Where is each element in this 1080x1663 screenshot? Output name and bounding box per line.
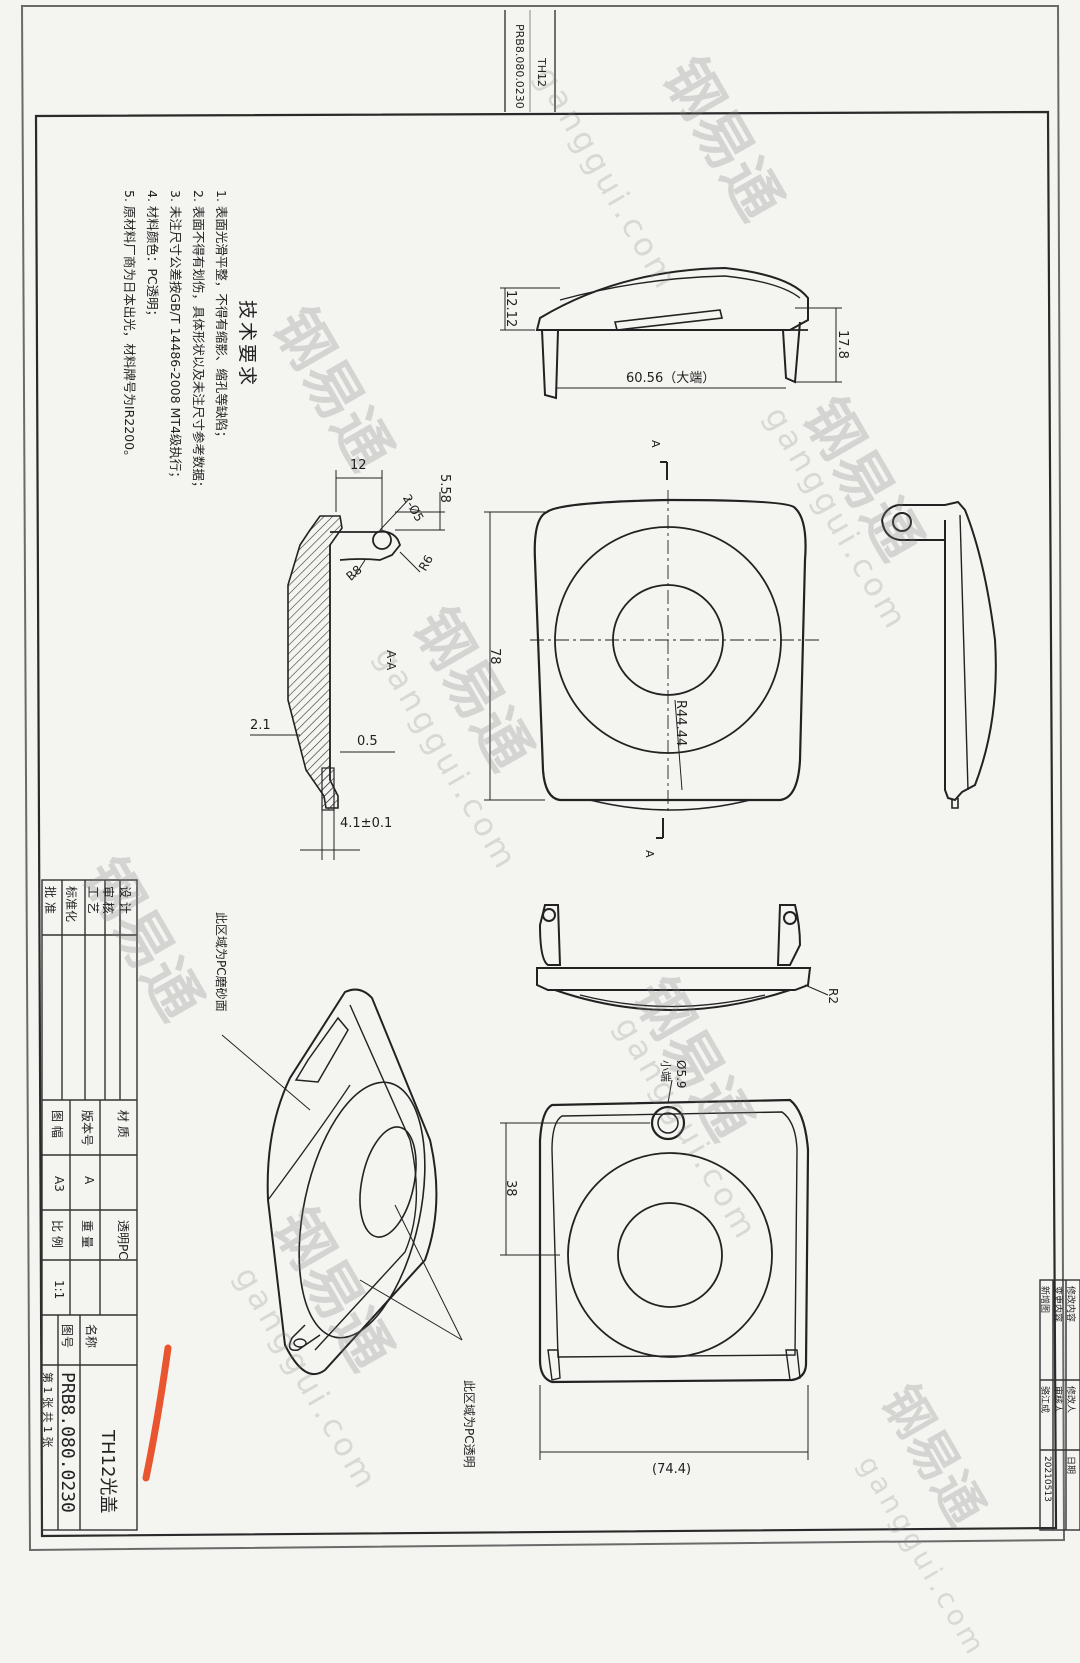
tb-size-value: A3 [52,1176,66,1192]
dim-width-60-56: 60.56（大端） [626,371,716,386]
rev-row2-b: 骆江成 [1039,1386,1049,1414]
rev-col-content: 修改内容 [1065,1286,1075,1323]
section-mark-top: A [649,440,662,448]
requirement-5: 5. 原材料厂商为日本出光，材料牌号为IR2200。 [122,190,137,463]
dim-78: 78 [487,648,502,665]
red-mark [142,1344,172,1482]
tb-role-review: 审 核 [101,886,115,914]
view-bottom-main [500,1079,810,1460]
side-code: TH12 [535,58,548,87]
title-block-grid [41,879,138,1531]
view-isometric [221,988,463,1376]
dim-74-4: (74.4) [652,1462,692,1477]
tb-sheet-info: 第 1 张 共 1 张 [41,1372,54,1448]
dim-r44-44: R44.44 [673,700,688,747]
tb-name-value: TH12光盖 [97,1430,118,1514]
rev-row1-a: 变更内容 [1052,1286,1062,1323]
tb-role-standard: 标准化 [64,886,78,923]
section-label-aa: A-A [384,650,398,671]
dim-5-58: 5.58 [437,474,452,503]
rev-col-date: 日期 [1065,1456,1075,1475]
dim-2-1: 2.1 [250,718,271,733]
side-number: PRB8.080.0230 [513,24,526,109]
requirement-4: 4. 材料颜色：PC透明； [145,190,160,323]
view-top-side [500,266,842,400]
dim-height-17-8: 17.8 [835,330,850,359]
dim-hole-5-9: Ø5.9 [674,1060,688,1089]
dim-4-1: 4.1±0.1 [340,816,393,831]
tb-weight-label: 重 量 [80,1220,94,1248]
view-right-side [881,500,997,809]
tb-role-process: 工 艺 [86,886,100,914]
tb-scale-label: 比 例 [50,1220,64,1248]
tb-role-approve: 批 准 [43,886,57,914]
dim-r2: R2 [826,988,840,1004]
tb-version-value: A [82,1176,96,1185]
tb-role-design: 设 计 [118,886,132,914]
dim-38: 38 [503,1180,518,1197]
revision-block-grid [1039,1279,1080,1531]
rev-row2-a: 新增图 [1039,1286,1049,1314]
tb-material-label: 材 质 [116,1110,130,1138]
tb-scale-value: 1:1 [52,1280,66,1300]
view-front [484,461,820,839]
requirement-3: 3. 未注尺寸公差按GB/T 14486-2008 MT4级执行； [168,190,183,484]
tb-number-value: PRB8.080.0230 [57,1372,78,1513]
note-transparent: 此区域为PC透明 [462,1380,476,1468]
view-section-aa [250,470,445,860]
inner-border [34,110,1058,1538]
view-bottom-side [536,904,829,1011]
requirement-2: 2. 表面不得有划伤，具体形状以及未注尺寸参考数据； [191,190,206,494]
outer-border [20,5,1066,1552]
rev-col-person: 修改人 [1065,1386,1075,1414]
tb-name-label: 名称 [84,1324,98,1349]
rev-row1-b: 审核人 [1052,1386,1062,1414]
tb-size-label: 图 幅 [50,1110,64,1138]
tb-material-value: 透明PC [116,1220,130,1260]
rev-row2-c: 20210513 [1042,1456,1052,1502]
requirements-title: 技术要求 [236,300,258,389]
dim-12: 12 [350,458,367,473]
dim-0-5: 0.5 [357,734,378,749]
dim-height-12-12: 12.12 [503,290,518,328]
drawing-sheet [20,5,1080,1552]
tb-version-label: 版本号 [80,1110,94,1147]
requirement-1: 1. 表面光滑平整，不得有缩影、缩孔等缺陷； [214,190,229,444]
tb-number-label: 图号 [60,1324,74,1349]
section-mark-bottom: A [643,850,656,858]
dim-hole-5-9-note: 小端 [659,1060,672,1082]
note-frosted: 此区域为PC磨砂面 [214,912,228,1012]
